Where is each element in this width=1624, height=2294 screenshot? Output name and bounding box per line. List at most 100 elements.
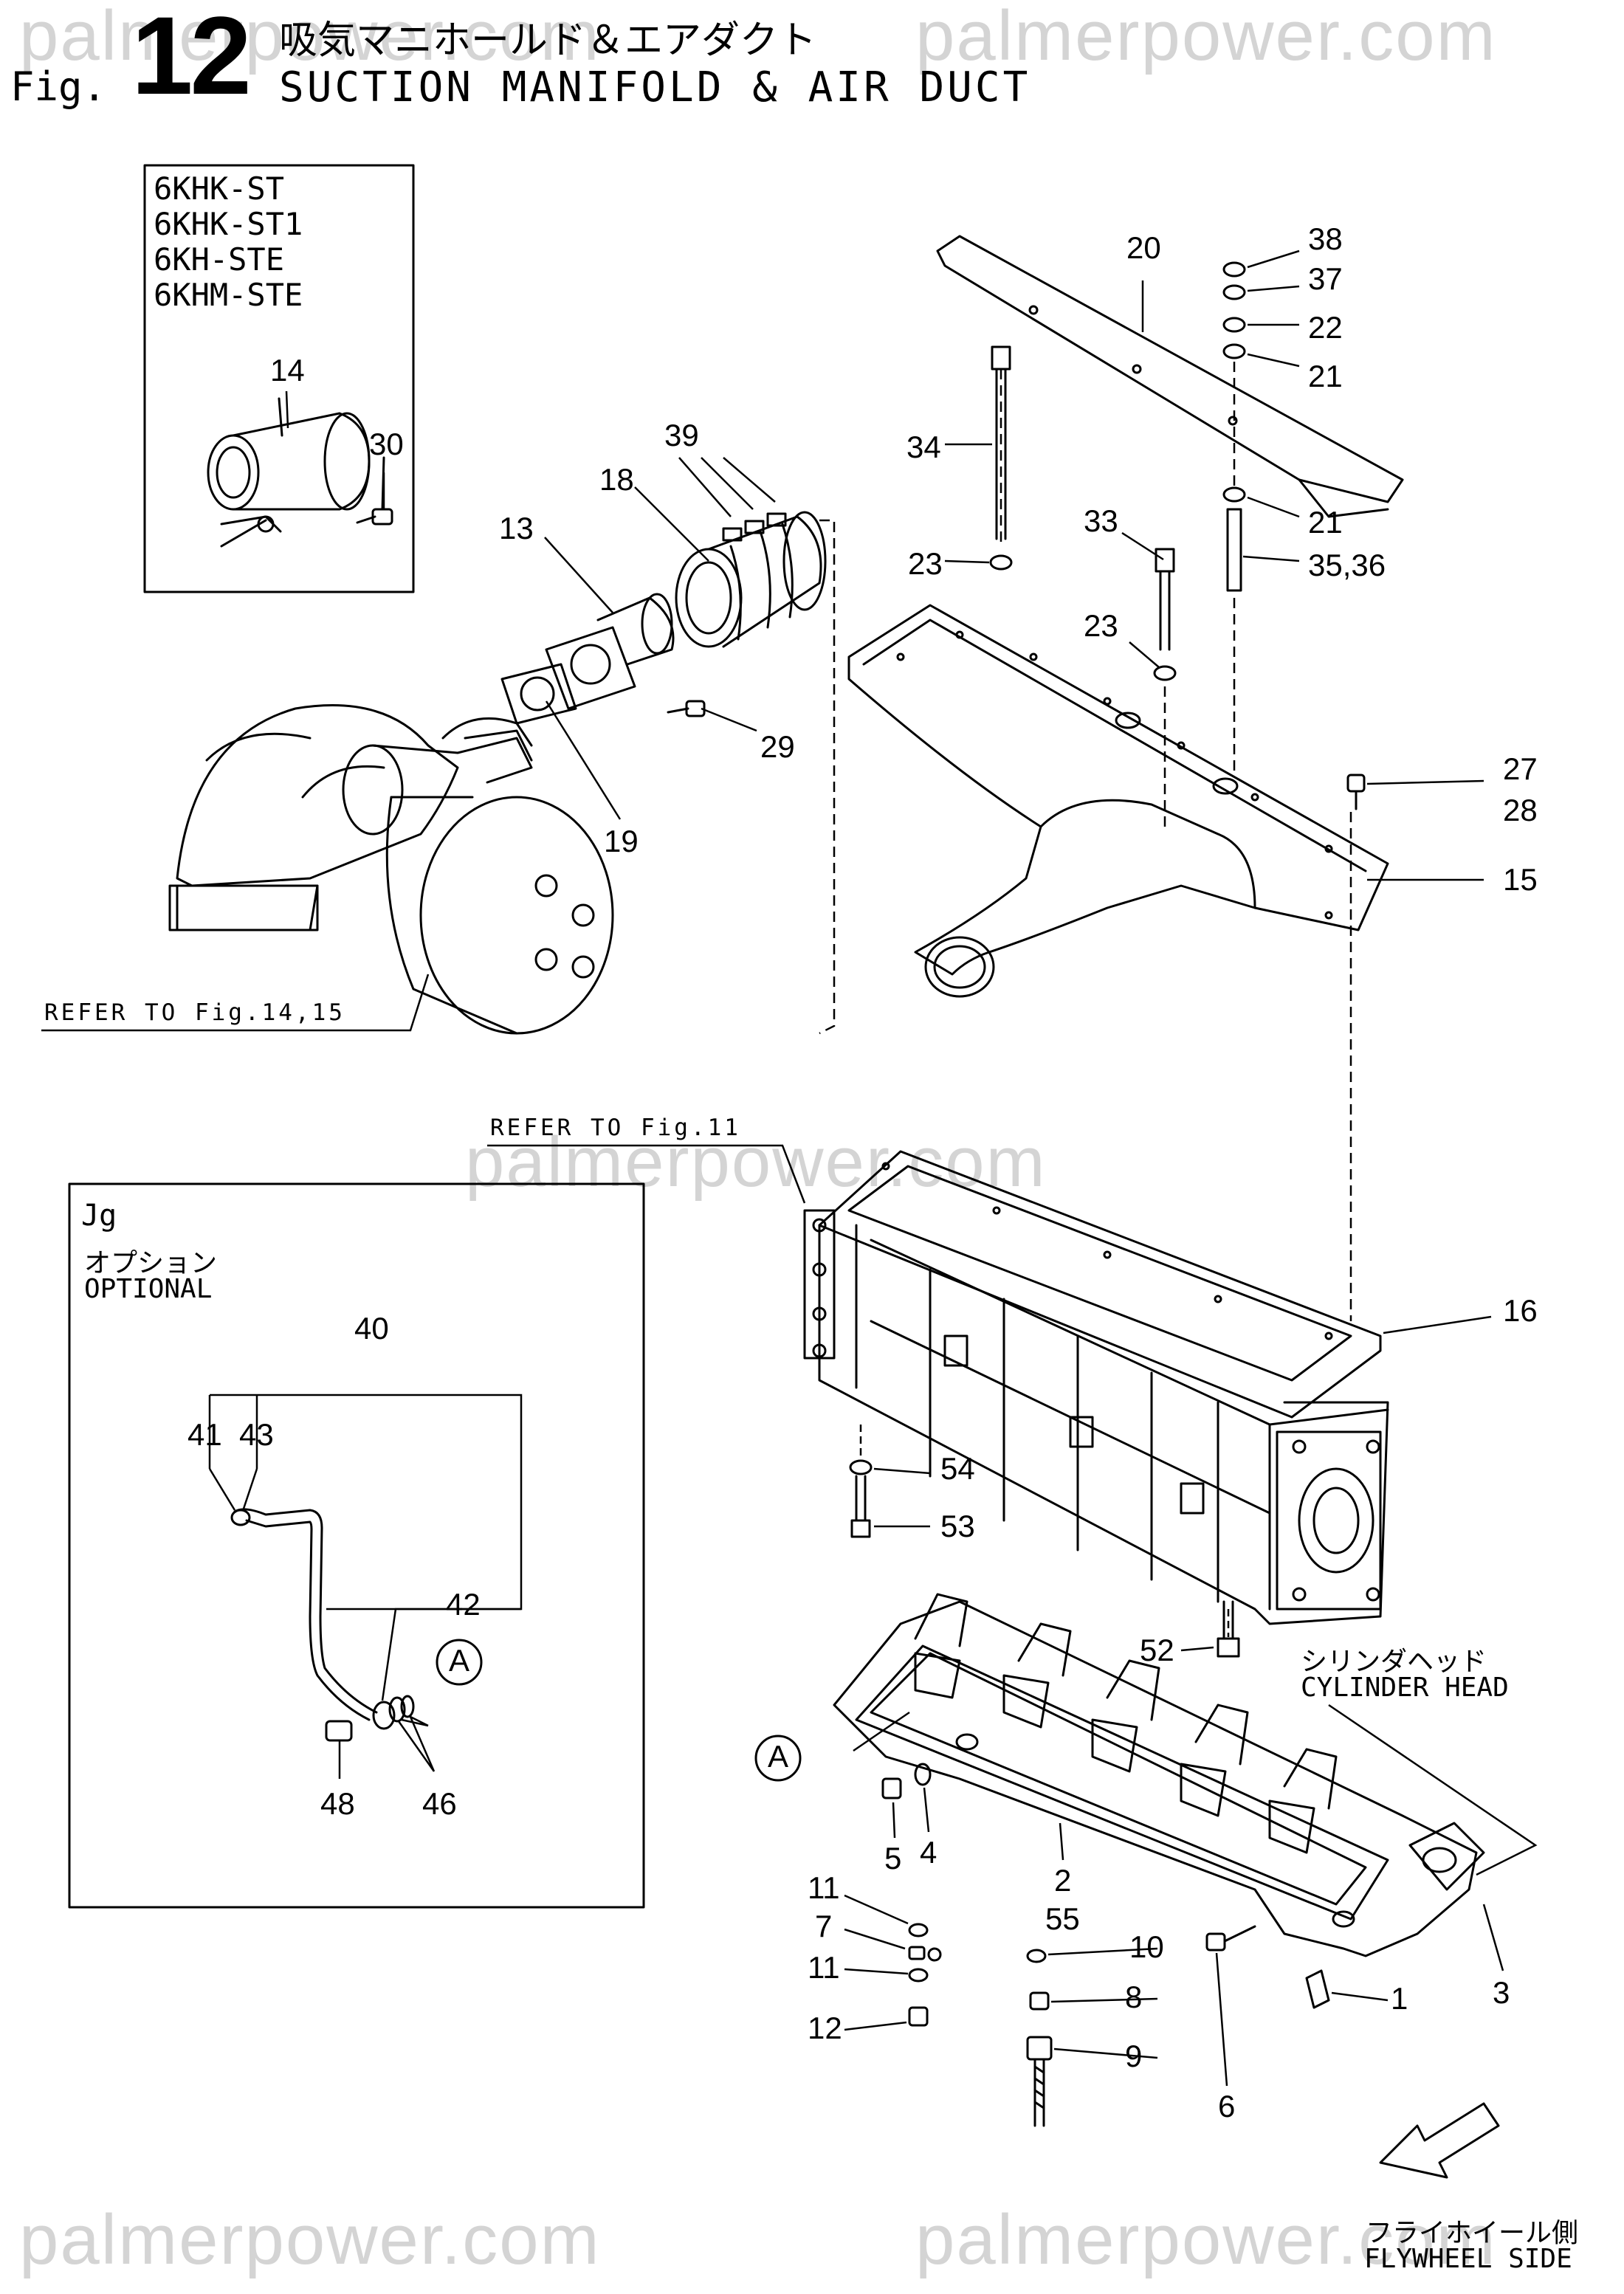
part-19-gasket <box>500 663 577 725</box>
part-label-19: 19 <box>604 824 639 858</box>
part-label-20: 20 <box>1126 230 1161 265</box>
turbocharger-assembly <box>168 704 614 1035</box>
page-title-japanese: 吸気マニホールド＆エアダクト <box>279 18 817 63</box>
part-label-28: 28 <box>1503 793 1538 827</box>
part-label-21-bottom: 21 <box>1308 505 1343 540</box>
part-label-55: 55 <box>1045 1901 1080 1936</box>
optional-code: Jg <box>81 1199 117 1233</box>
part-11-washer <box>908 1923 929 1938</box>
optional-label-japanese: オプション <box>84 1248 218 1278</box>
washer-stack-top <box>1222 261 1246 503</box>
part-33-bolt <box>1155 548 1175 651</box>
part-10-washer <box>1026 1949 1047 1963</box>
figure-number: 12 <box>131 0 252 117</box>
part-label-38: 38 <box>1308 221 1343 256</box>
part-label-11-top: 11 <box>808 1870 840 1905</box>
part-5-plug <box>881 1777 902 1799</box>
refer-to-fig-11[interactable]: REFER TO Fig.11 <box>490 1115 741 1141</box>
part-11-washer-lower <box>908 1968 929 1983</box>
part-label-11-bottom: 11 <box>808 1950 840 1985</box>
part-label-40: 40 <box>354 1311 389 1346</box>
model-4: 6KHM-STE <box>154 277 303 313</box>
part-27-28-bolt <box>1346 774 1366 810</box>
part-23-washer-lower <box>1153 665 1177 681</box>
part-label-18: 18 <box>599 462 634 497</box>
part-16-intercooler <box>803 1150 1389 1625</box>
part-label-42: 42 <box>446 1587 481 1622</box>
part-53-bolt <box>850 1475 871 1538</box>
part-label-4: 4 <box>920 1835 937 1870</box>
part-label-16: 16 <box>1503 1293 1538 1328</box>
part-label-41: 41 <box>187 1417 222 1452</box>
part-13-pipe <box>545 593 675 710</box>
marker-a-main-label: A <box>768 1739 789 1774</box>
part-label-43: 43 <box>239 1417 274 1452</box>
part-label-33: 33 <box>1084 503 1118 538</box>
part-label-12: 12 <box>808 2011 842 2045</box>
part-label-48: 48 <box>320 1786 355 1821</box>
part-label-23-right: 23 <box>1084 608 1118 643</box>
marker-a-optional-label: A <box>449 1643 470 1678</box>
part-18-hose <box>675 511 827 648</box>
part-label-52: 52 <box>1140 1633 1174 1667</box>
marker-a-optional <box>436 1639 483 1686</box>
part-8-fitting <box>1029 1991 1050 2011</box>
part-12-plug <box>908 2006 929 2027</box>
watermark-top-right: palmerpower.com <box>915 0 1497 75</box>
part-42-fitting <box>372 1701 396 1730</box>
part-6-bolt <box>1205 1925 1256 1952</box>
part-label-3: 3 <box>1493 1975 1510 2010</box>
part-label-7: 7 <box>815 1909 833 1943</box>
part-label-1: 1 <box>1391 1981 1408 2016</box>
flywheel-side-label-japanese: フライホイール側 <box>1366 2218 1579 2248</box>
watermark-middle: palmerpower.com <box>465 1123 1047 1202</box>
part-label-9: 9 <box>1125 2039 1143 2073</box>
part-1-sensor <box>1305 1969 1330 2009</box>
part-label-54: 54 <box>940 1451 975 1486</box>
part-label-46: 46 <box>422 1786 457 1821</box>
part-label-13: 13 <box>499 511 534 545</box>
part-label-21-top: 21 <box>1308 359 1343 393</box>
part-label-35-36: 35,36 <box>1308 548 1386 582</box>
part-23-washer <box>989 554 1013 571</box>
part-9-temperature-sensor <box>1026 2036 1053 2127</box>
cylinder-head-label-japanese: シリンダヘッド <box>1301 1647 1487 1677</box>
part-label-39: 39 <box>664 418 699 452</box>
model-3: 6KH-STE <box>154 241 285 278</box>
part-40-oil-pipe <box>230 1508 378 1721</box>
model-1: 6KHK-ST <box>154 170 285 207</box>
part-46-washer-2 <box>400 1695 415 1718</box>
optional-kit-box <box>68 1182 645 1909</box>
page-title: SUCTION MANIFOLD & AIR DUCT <box>279 63 1031 111</box>
part-30-bolt <box>356 508 393 526</box>
part-15-manifold-duct <box>847 604 1389 998</box>
cylinder-head-label: CYLINDER HEAD <box>1301 1673 1509 1703</box>
part-label-6: 6 <box>1218 2089 1236 2124</box>
part-label-30: 30 <box>369 427 404 461</box>
part-label-5: 5 <box>884 1841 902 1876</box>
part-label-29: 29 <box>760 729 795 764</box>
figure-prefix: Fig. <box>10 63 107 110</box>
optional-label: OPTIONAL <box>84 1274 213 1304</box>
part-14-elbow-pipe <box>207 412 371 548</box>
part-4-washer <box>914 1763 932 1786</box>
part-54-washer <box>849 1459 873 1475</box>
part-52-bolt <box>1217 1600 1240 1658</box>
refer-to-fig-14-15[interactable]: REFER TO Fig.14,15 <box>44 999 345 1026</box>
part-46-washer <box>388 1696 406 1723</box>
watermark-bottom-right: palmerpower.com <box>915 2200 1497 2279</box>
flywheel-side-label: FLYWHEEL SIDE <box>1364 2244 1572 2274</box>
part-29-bolt <box>667 700 706 717</box>
part-35-36-stud <box>1226 508 1242 592</box>
part-39-clamp <box>722 512 787 542</box>
part-2-intake-manifold <box>833 1593 1485 1957</box>
watermark-bottom-left: palmerpower.com <box>19 2200 601 2279</box>
part-label-23-left: 23 <box>908 546 943 581</box>
marker-a-main <box>754 1735 802 1782</box>
part-label-53: 53 <box>940 1509 975 1543</box>
watermark-top-left: palmerpower.com <box>19 0 601 75</box>
model-variant-box <box>143 164 415 593</box>
part-label-27: 27 <box>1503 751 1538 786</box>
part-20-cover <box>936 235 1404 518</box>
